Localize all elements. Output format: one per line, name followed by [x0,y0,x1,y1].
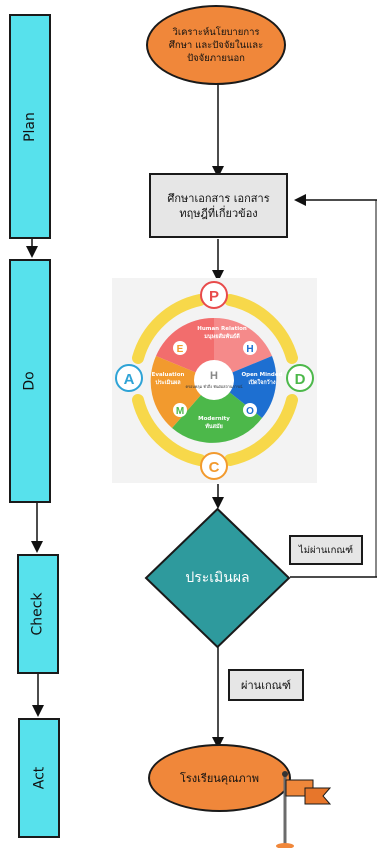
evaluate-diamond-text: ประเมินผล [185,570,250,586]
piece-letter-o: O [246,406,254,417]
analyze-oval: วิเคราะห์นโยบายการศึกษา และปัจจัยในและปั… [146,5,286,85]
piece-letter-e: E [177,344,184,355]
phase-check: Check [17,554,59,674]
letter-d: D [295,371,306,388]
label-human-relation-th: มนุษยสัมพันธ์ดี [204,333,240,340]
analyze-oval-text: วิเคราะห์นโยบายการศึกษา และปัจจัยในและปั… [168,26,264,64]
ring-arc-ca [132,394,206,466]
pass-box: ผ่านเกณฑ์ [228,669,304,701]
phase-plan: Plan [9,14,51,239]
not-pass-box: ไม่ผ่านเกณฑ์ [289,535,363,565]
pass-text: ผ่านเกณฑ์ [241,678,291,692]
piece-open-minded [214,356,277,418]
piece-human-relation-2 [214,317,272,380]
letter-a: A [124,371,135,388]
study-box: ศึกษาเอกสาร เอกสารทฤษฎีที่เกี่ยวข้อง [149,173,288,238]
label-open-minded-th: เปิดใจกว้าง [248,378,275,386]
piece-letter-h: H [246,344,253,355]
hmoe-cycle-graphic: P D C A H O M E Human Relation มนุษยสัมพ… [112,278,317,483]
letter-p: P [209,288,219,305]
quality-school-text: โรงเรียนคุณภาพ [179,771,260,785]
label-modernity: Modernity [198,416,230,422]
ring-arc-ap [132,294,206,364]
center-circle [194,360,234,400]
piece-modernity [172,380,262,443]
center-text: ครอบคลุม ทั่วถึง ทันต่อสถานการณ์ [185,384,242,390]
piece-letter-m: M [176,406,184,417]
flag-icon [276,771,332,848]
phase-act: Act [18,718,60,838]
label-open-minded: Open Minded [241,372,282,378]
not-pass-text: ไม่ผ่านเกณฑ์ [298,544,354,556]
label-human-relation: Human Relation [197,326,247,332]
ring-arc-pd [224,294,298,364]
letter-c: C [209,459,220,476]
label-modernity-th: ทันสมัย [205,423,223,430]
quality-school-oval: โรงเรียนคุณภาพ [148,744,291,812]
label-evaluation: Evaluation [152,372,185,378]
ring-arc-dc [224,394,298,466]
evaluate-diamond [144,507,291,649]
center-hmoe-logo: H [210,370,218,382]
study-box-text: ศึกษาเอกสาร เอกสารทฤษฎีที่เกี่ยวข้อง [167,191,270,220]
phase-do: Do [9,259,51,503]
label-evaluation-th: ประเมินผล [155,378,181,386]
